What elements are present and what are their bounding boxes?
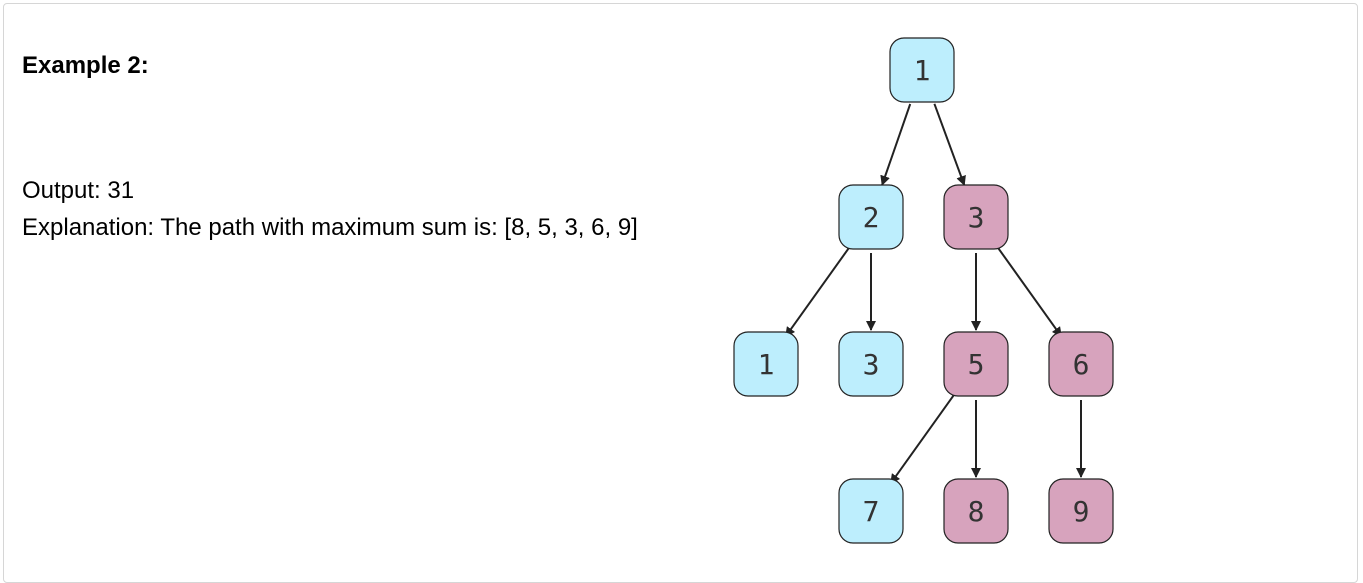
explanation-text: Explanation: The path with maximum sum i…	[22, 214, 638, 241]
tree-node-on-path: 5	[943, 331, 1009, 397]
tree-node-label: 3	[968, 201, 985, 234]
tree-node: 1	[889, 37, 955, 103]
example-card	[3, 3, 1358, 583]
tree-node-on-path: 6	[1048, 331, 1114, 397]
tree-node-on-path: 9	[1048, 478, 1114, 544]
tree-node: 7	[838, 478, 904, 544]
tree-node-box	[838, 184, 904, 250]
tree-node-label: 7	[863, 495, 880, 528]
tree-node-box	[838, 331, 904, 397]
edge-n1-n2	[880, 103, 912, 186]
tree-node-label: 5	[968, 348, 985, 381]
tree-node-box	[733, 331, 799, 397]
tree-node-label: 8	[968, 495, 985, 528]
edge-n1-n3	[933, 103, 966, 187]
tree-node-label: 1	[758, 348, 775, 381]
tree-edges	[784, 103, 1086, 485]
example-heading: Example 2:	[22, 52, 149, 79]
tree-node-label: 1	[914, 54, 931, 87]
tree-nodes: 1 2 3 1 3 5 6 7 8 9	[733, 37, 1114, 544]
edge-n3-n7	[996, 245, 1063, 338]
tree-node: 1	[733, 331, 799, 397]
tree-node-box	[838, 478, 904, 544]
tree-node-label: 3	[863, 348, 880, 381]
tree-node-on-path: 3	[943, 184, 1009, 250]
edge-n6-n8	[889, 392, 956, 485]
tree-node-box	[943, 478, 1009, 544]
tree-node-label: 2	[863, 201, 880, 234]
tree-node-box	[1048, 331, 1114, 397]
tree-node: 3	[838, 331, 904, 397]
tree-node-box	[943, 331, 1009, 397]
tree-node-box	[889, 37, 955, 103]
tree-node-box	[1048, 478, 1114, 544]
tree-node-label: 9	[1073, 495, 1090, 528]
tree-node: 2	[838, 184, 904, 250]
output-text: Output: 31	[22, 177, 135, 204]
tree-node-box	[943, 184, 1009, 250]
tree-node-label: 6	[1073, 348, 1090, 381]
tree-node-on-path: 8	[943, 478, 1009, 544]
edge-n2-n4	[784, 245, 851, 338]
